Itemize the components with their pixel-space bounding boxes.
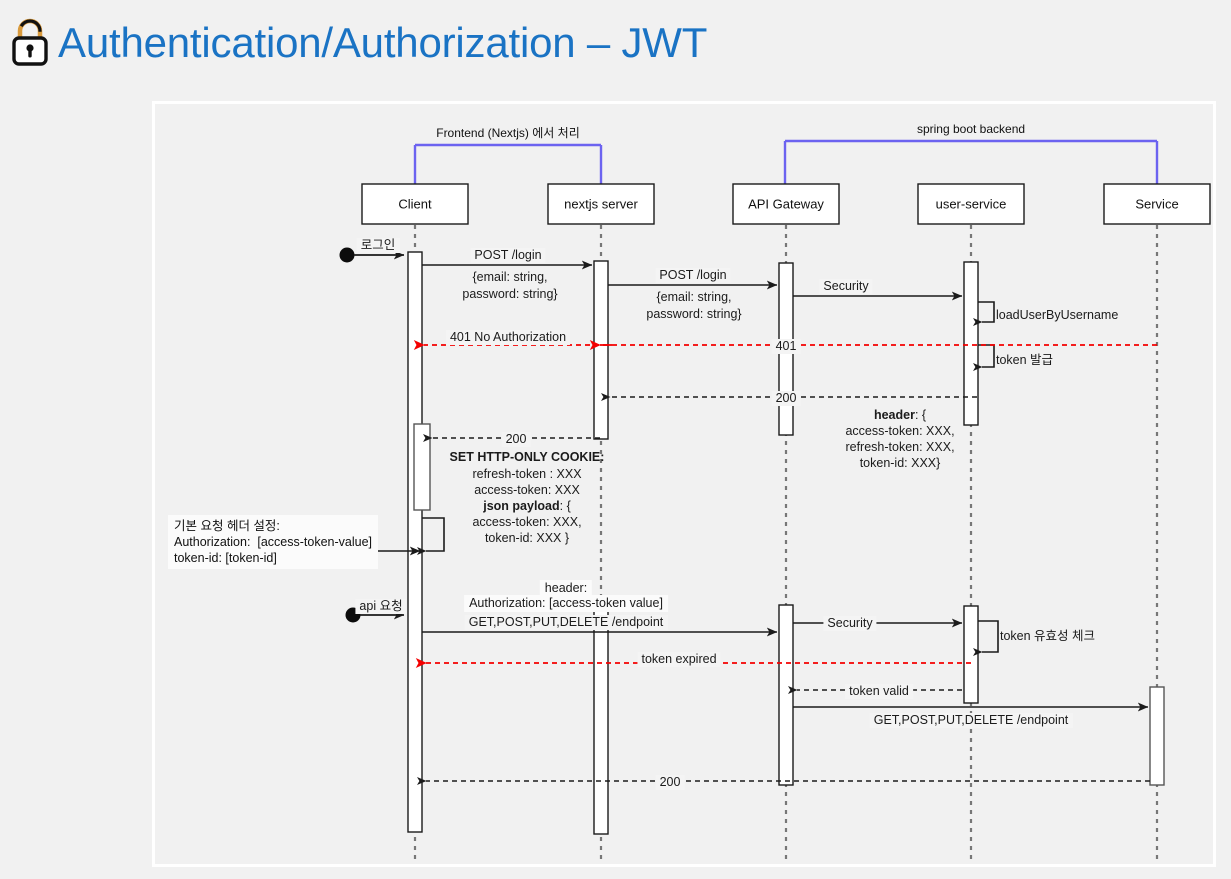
note-line2: Authorization: [access-token-value]	[174, 535, 373, 549]
group-label-backend: spring boot backend	[916, 122, 1026, 136]
note-line3: token-id: [token-id]	[174, 551, 277, 565]
message-label-security-1: Security	[819, 279, 873, 294]
message-label-token-expired: token expired	[637, 652, 721, 667]
participant-label-user-service: user-service	[935, 196, 1007, 212]
message-label-header-auth-line2: Authorization: [access-token value]	[464, 595, 668, 612]
cookie-block-line1: SET HTTP-ONLY COOKIE:	[449, 450, 605, 464]
header-keyword: header	[873, 408, 915, 422]
participant-label-service: Service	[1135, 196, 1179, 212]
page-header: Authentication/Authorization – JWT	[8, 12, 707, 74]
note-line1: 기본 요청 헤더 설정:	[174, 519, 280, 533]
message-header-block-line2: access-token: XXX,	[845, 424, 955, 438]
message-label-token-valid: token valid	[845, 684, 913, 699]
message-label-post-login-2: POST /login	[655, 268, 731, 283]
message-label-200-nextjs: 200	[501, 432, 531, 447]
message-body-post-login-1-line1: {email: string,	[472, 270, 548, 284]
message-header-block-line4: token-id: XXX}	[859, 456, 941, 470]
message-label-200-final: 200	[655, 775, 685, 790]
message-header-block-line3: refresh-token: XXX,	[845, 440, 955, 454]
cookie-block-line6: token-id: XXX }	[484, 531, 570, 545]
group-label-frontend: Frontend (Nextjs) 에서 처리	[436, 126, 580, 140]
message-label-post-login-1: POST /login	[470, 248, 546, 263]
message-body-post-login-2-line2: password: string}	[646, 307, 742, 321]
message-label-security-2: Security	[823, 616, 877, 631]
cookie-block-line5: access-token: XXX,	[472, 515, 582, 529]
message-label-200-gateway: 200	[771, 391, 801, 406]
message-body-post-login-2-line1: {email: string,	[656, 290, 732, 304]
message-label-load-user-by-username: loadUserByUsername	[996, 308, 1119, 322]
message-header-block-line1: header: {	[874, 408, 926, 423]
json-payload-keyword: json payload	[483, 499, 560, 513]
header-open-brace: : {	[914, 408, 927, 422]
message-label-401-no-authorization: 401 No Authorization	[445, 330, 571, 345]
message-body-post-login-1-line2: password: string}	[462, 287, 558, 301]
message-label-401-code: 401	[771, 339, 801, 354]
message-label-endpoint-1: GET,POST,PUT,DELETE /endpoint	[464, 615, 668, 630]
message-label-token-validity-check: token 유효성 체크	[1000, 629, 1096, 643]
actor-label-api-request: api 요청	[355, 599, 407, 614]
message-label-header-auth-line1: header:	[539, 580, 593, 597]
lock-icon	[12, 18, 48, 66]
cookie-block-line4: json payload: {	[483, 499, 571, 514]
actor-label-login: 로그인	[356, 238, 400, 253]
message-label-endpoint-2: GET,POST,PUT,DELETE /endpoint	[869, 713, 1073, 728]
note-default-request-headers: 기본 요청 헤더 설정: Authorization: [access-toke…	[168, 515, 379, 569]
participant-label-client: Client	[398, 196, 432, 212]
page-title: Authentication/Authorization – JWT	[58, 19, 708, 66]
json-payload-open-brace: : {	[559, 499, 571, 513]
cookie-block-line2: refresh-token : XXX	[472, 467, 582, 481]
participant-label-gateway: API Gateway	[748, 196, 824, 212]
participant-label-nextjs: nextjs server	[564, 196, 638, 212]
message-label-token-issue: token 발급	[996, 353, 1054, 367]
cookie-block-line3: access-token: XXX	[474, 483, 580, 497]
diagram-frame	[152, 101, 1216, 867]
